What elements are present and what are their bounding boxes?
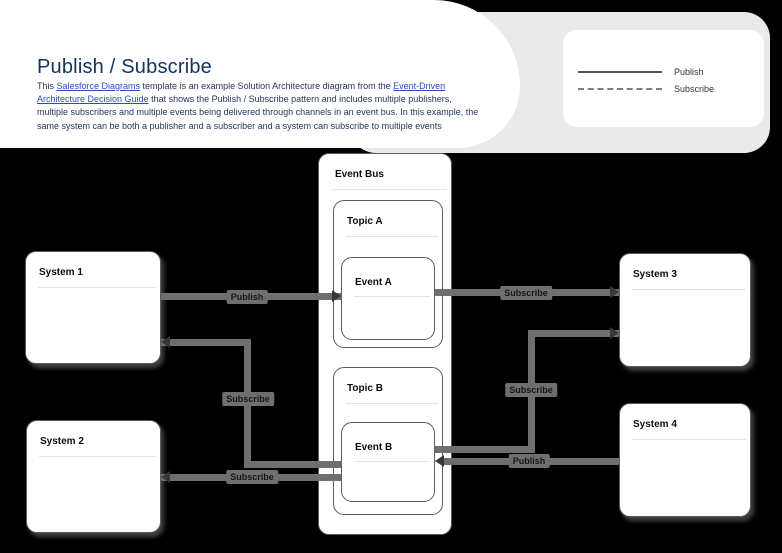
connection-subscribe-line bbox=[528, 330, 535, 453]
node-label: Topic A bbox=[347, 216, 383, 227]
node-event-a: Event A bbox=[341, 257, 435, 340]
node-label: System 4 bbox=[633, 419, 677, 430]
connection-label-publish: Publish bbox=[226, 290, 268, 304]
connection-label-subscribe: Subscribe bbox=[500, 286, 552, 300]
node-label: System 3 bbox=[633, 269, 677, 280]
header-description: This Salesforce Diagrams template is an … bbox=[37, 80, 484, 133]
legend-row-publish: Publish bbox=[578, 63, 750, 80]
legend-publish-label: Publish bbox=[674, 66, 704, 77]
divider bbox=[354, 461, 430, 462]
node-system-2: System 2 bbox=[26, 420, 161, 533]
node-label: Topic B bbox=[347, 383, 383, 394]
publish-line-icon bbox=[578, 70, 662, 73]
connection-publish-line bbox=[442, 458, 619, 465]
connection-label-subscribe: Subscribe bbox=[505, 383, 557, 397]
description-link[interactable]: Event-Driven Architecture Decision Guide bbox=[37, 81, 446, 105]
connection-subscribe-line bbox=[528, 330, 619, 337]
node-system-1: System 1 bbox=[25, 251, 161, 364]
connection-subscribe-line bbox=[161, 474, 341, 481]
connection-publish-line bbox=[161, 293, 341, 300]
divider bbox=[38, 287, 156, 288]
divider bbox=[354, 296, 430, 297]
divider bbox=[632, 289, 746, 290]
page-title: Publish / Subscribe bbox=[37, 56, 213, 78]
node-label: System 2 bbox=[40, 436, 84, 447]
divider bbox=[331, 189, 447, 190]
node-label: System 1 bbox=[39, 267, 83, 278]
arrowhead-icon bbox=[161, 336, 170, 348]
node-system-4: System 4 bbox=[619, 403, 751, 517]
legend-subscribe-label: Subscribe bbox=[674, 83, 715, 94]
header-card: Publish / Subscribe This Salesforce Diag… bbox=[0, 0, 520, 148]
description-text: This bbox=[37, 81, 57, 91]
node-label: Event B bbox=[355, 442, 393, 453]
connection-label-subscribe: Subscribe bbox=[226, 470, 278, 484]
divider bbox=[39, 456, 156, 457]
description-text: template is an example Solution Architec… bbox=[140, 81, 394, 91]
description-link[interactable]: Salesforce Diagrams bbox=[56, 81, 141, 91]
divider bbox=[632, 439, 746, 440]
legend: Publish Subscribe bbox=[563, 30, 764, 127]
description-text: that shows the Publish / Subscribe patte… bbox=[37, 94, 479, 131]
arrowhead-icon bbox=[610, 286, 619, 298]
connection-label-publish: Publish bbox=[508, 454, 550, 468]
arrowhead-icon bbox=[610, 327, 619, 339]
subscribe-line-icon bbox=[578, 87, 662, 90]
node-label: Event A bbox=[355, 277, 392, 288]
divider bbox=[346, 236, 438, 237]
legend-row-subscribe: Subscribe bbox=[578, 80, 750, 97]
connection-subscribe-line bbox=[161, 339, 251, 346]
divider bbox=[346, 403, 438, 404]
node-event-b: Event B bbox=[341, 422, 435, 502]
connection-label-subscribe: Subscribe bbox=[222, 392, 274, 406]
arrowhead-icon bbox=[161, 471, 170, 483]
connection-subscribe-line bbox=[435, 289, 619, 296]
node-label: Event Bus bbox=[335, 169, 384, 180]
node-system-3: System 3 bbox=[619, 253, 751, 367]
connection-subscribe-line bbox=[244, 339, 251, 468]
